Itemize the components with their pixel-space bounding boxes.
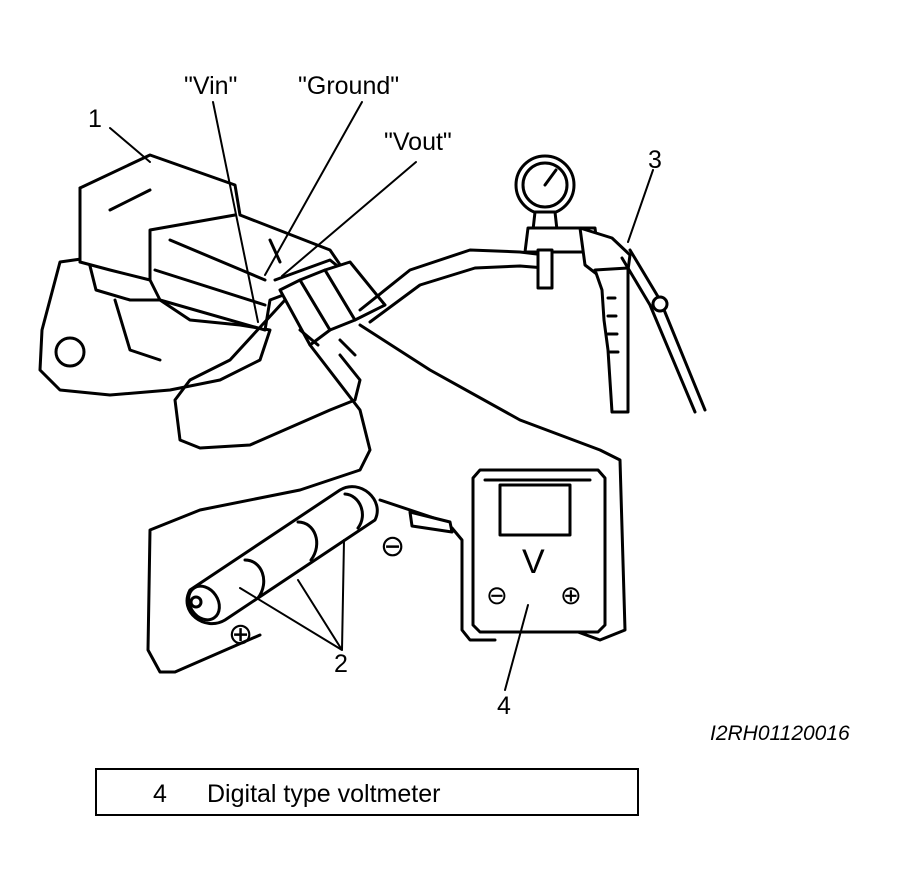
vin-label: "Vin"	[184, 72, 238, 100]
vout-label: "Vout"	[384, 128, 452, 156]
ground-label: "Ground"	[298, 72, 400, 100]
sensor-body	[38, 153, 347, 397]
legend-text: Digital type voltmeter	[207, 780, 441, 808]
callout-4: 4	[497, 692, 511, 720]
meter-plus-symbol: ⊕	[560, 580, 582, 610]
legend-box: 4 Digital type voltmeter	[95, 768, 639, 816]
voltmeter	[471, 468, 607, 634]
callout-3: 3	[648, 146, 662, 174]
meter-minus-symbol: ⊖	[486, 580, 508, 610]
meter-unit-label: V	[522, 543, 545, 581]
connector-plugs	[278, 260, 387, 357]
vacuum-pump	[514, 154, 707, 414]
callout-1: 1	[88, 105, 102, 133]
figure-code: I2RH01120016	[710, 722, 850, 745]
leader-lines	[109, 101, 654, 691]
battery-plus-symbol: ⊕	[228, 618, 254, 651]
callout-2: 2	[334, 650, 348, 678]
battery-minus-symbol: ⊖	[380, 530, 406, 563]
legend-number: 4	[153, 780, 167, 808]
battery-cells	[185, 485, 379, 626]
